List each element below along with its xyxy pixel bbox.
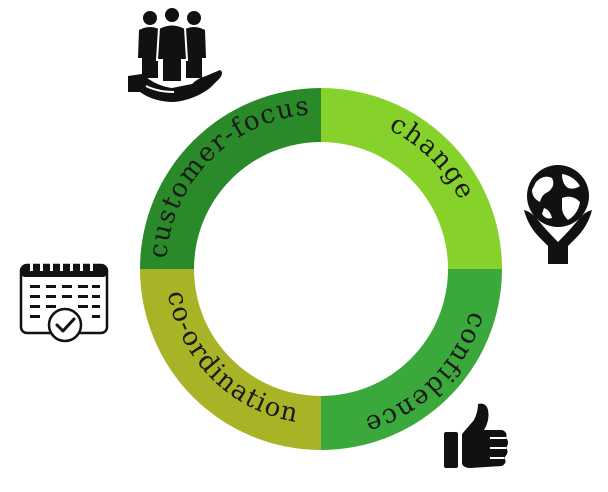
globe-in-hands-icon bbox=[524, 165, 592, 264]
thumbs-up-icon bbox=[444, 403, 508, 468]
ring bbox=[140, 88, 502, 450]
calendar-check-icon bbox=[19, 263, 109, 343]
segment-customer-focus bbox=[140, 88, 321, 269]
label-confidence: confidence bbox=[361, 309, 493, 441]
segment-confidence bbox=[321, 269, 502, 450]
people-in-hand-icon bbox=[128, 6, 222, 102]
segment-change bbox=[321, 88, 502, 269]
segment-co-ordination bbox=[140, 269, 321, 450]
